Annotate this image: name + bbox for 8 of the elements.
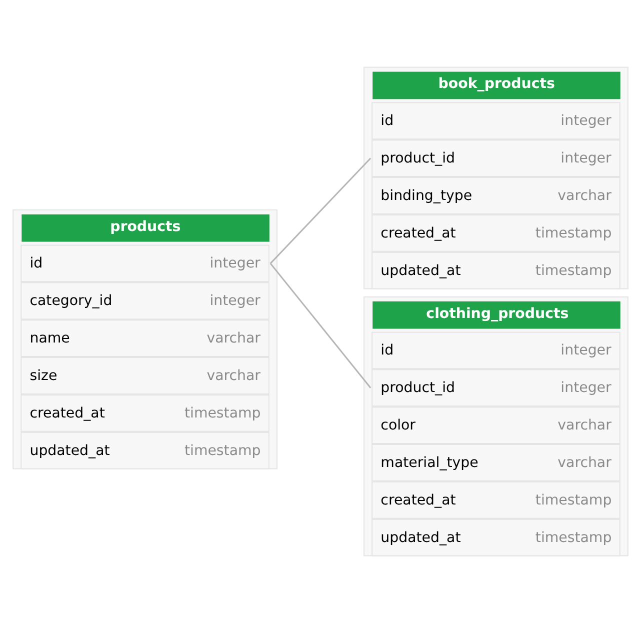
connector [269, 262, 371, 388]
node-box: updated_at timestamp [371, 518, 620, 556]
connector [269, 157, 371, 264]
node-box: product_id integer [371, 139, 620, 176]
node-box: updated_at timestamp [20, 431, 269, 469]
node-box: updated_at timestamp [371, 251, 620, 289]
node-box: id integer [20, 244, 269, 282]
node-box: product_id integer [371, 368, 620, 406]
